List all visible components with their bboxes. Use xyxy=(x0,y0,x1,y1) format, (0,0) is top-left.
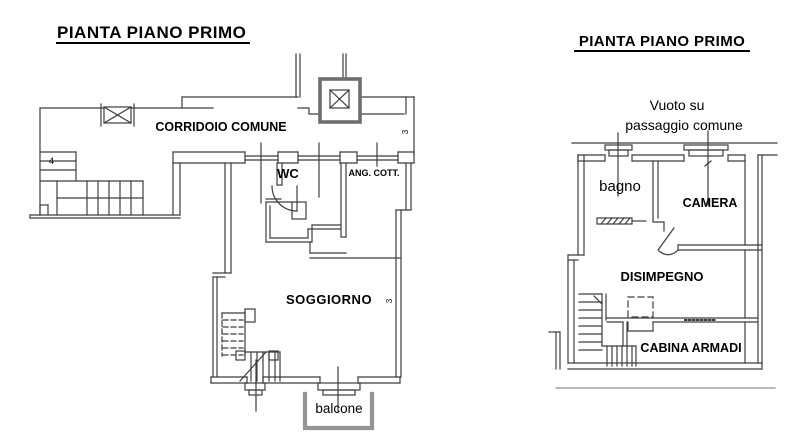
stair-block-walls xyxy=(29,162,181,219)
window-symbol-2 xyxy=(297,142,341,198)
wc-door-arc xyxy=(271,185,298,212)
common-staircase: 4 xyxy=(39,151,144,216)
apartment-top-wall xyxy=(172,151,415,164)
elevator-symbol xyxy=(318,77,362,124)
wc-label: WC xyxy=(277,166,299,181)
wc-walls xyxy=(265,162,401,259)
cabina-armadi-label: CABINA ARMADI xyxy=(640,341,741,355)
disimpegno-label: DISIMPEGNO xyxy=(620,269,703,284)
left-floor-plan: PIANTA PIANO PRIMO xyxy=(29,23,415,431)
balcony xyxy=(302,391,375,431)
bagno-label: bagno xyxy=(599,178,641,195)
bagno-camera-divider xyxy=(652,160,763,256)
corridor-label: CORRIDOIO COMUNE xyxy=(155,120,286,134)
right-floor-plan: PIANTA PIANO PRIMO Vuoto su passaggio co… xyxy=(548,33,778,389)
pillar-symbol xyxy=(100,103,135,127)
window-symbol-1 xyxy=(244,142,279,204)
right-apartment-perimeter xyxy=(548,154,778,370)
soggiorno-label: SOGGIORNO xyxy=(286,292,372,307)
camera-label: CAMERA xyxy=(683,196,738,210)
dimension-mark-right: 3 xyxy=(385,298,394,303)
apartment-perimeter-walls xyxy=(210,162,412,384)
ceiling-opening-dashed xyxy=(627,296,654,318)
bottom-window-symbols xyxy=(244,359,361,412)
dimension-mark-top: 3 xyxy=(401,129,410,134)
ang-cott-label: ANG. COTT. xyxy=(349,168,400,178)
camera-door-arc xyxy=(658,249,679,256)
wc-fixture xyxy=(291,201,307,220)
stair-direction-line xyxy=(239,351,267,382)
radiator-symbol xyxy=(596,217,647,225)
camera-door-leaf xyxy=(657,227,675,251)
stair-direction-mark: 4 xyxy=(49,156,54,166)
internal-staircase xyxy=(221,308,281,382)
void-label-line1: Vuoto su xyxy=(650,97,705,113)
balcone-label: balcone xyxy=(315,401,362,416)
right-plan-title: PIANTA PIANO PRIMO xyxy=(579,33,745,50)
window-symbol-3 xyxy=(356,142,399,167)
void-label-line2: passaggio comune xyxy=(625,117,743,133)
right-internal-staircase xyxy=(578,293,637,367)
disimpegno-cabina-wall xyxy=(606,296,759,332)
left-plan-title: PIANTA PIANO PRIMO xyxy=(57,23,246,42)
void-passage-line xyxy=(571,130,778,206)
